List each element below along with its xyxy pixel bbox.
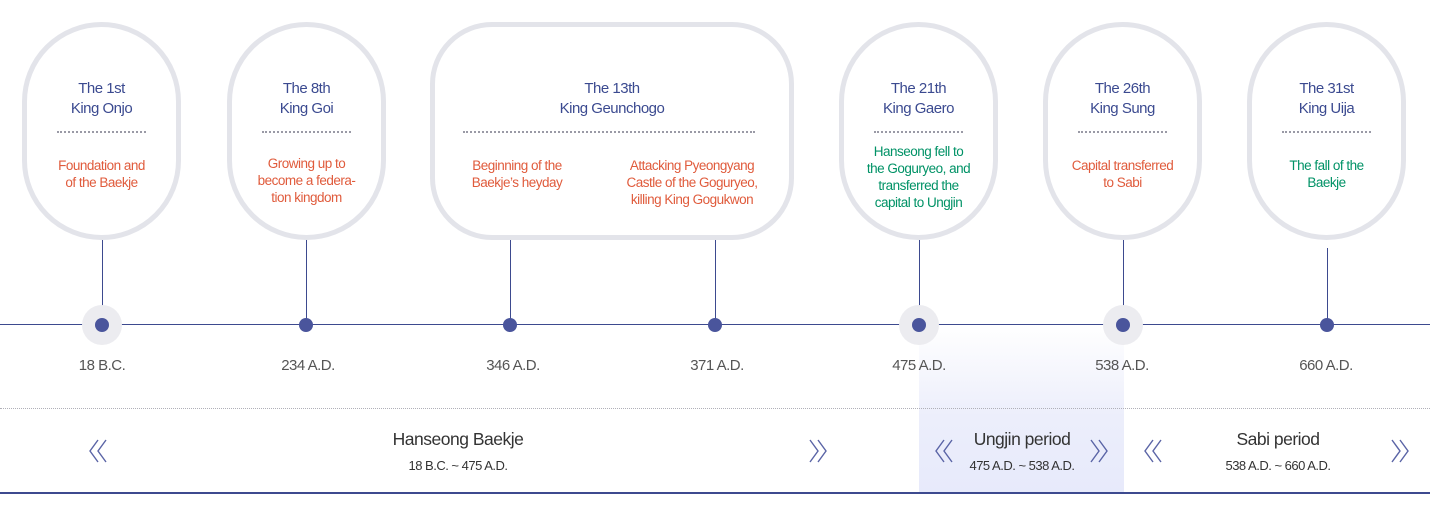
period-range: 538 A.D. ~ 660 A.D. xyxy=(1225,458,1331,473)
dotted-divider xyxy=(463,131,755,133)
king-name: King Geunchogo xyxy=(559,100,665,117)
connector-line xyxy=(714,240,716,325)
timeline-dot xyxy=(1320,318,1334,332)
year-label: 660 A.D. xyxy=(1299,357,1353,374)
timeline-dot xyxy=(912,318,926,332)
king-ordinal: The 21th xyxy=(890,80,947,97)
connector-line xyxy=(101,240,103,325)
year-label: 346 A.D. xyxy=(486,357,540,374)
king-geunchogo-bubble: The 13th King Geunchogo Beginning of the… xyxy=(430,22,794,240)
king-ordinal: The 26th xyxy=(1094,80,1151,97)
year-label: 234 A.D. xyxy=(281,357,335,374)
dotted-divider xyxy=(262,131,351,133)
king-ordinal: The 1st xyxy=(78,80,125,97)
timeline-dot xyxy=(95,318,109,332)
double-chevron-left-icon xyxy=(1144,439,1162,463)
dotted-divider xyxy=(57,131,146,133)
king-name: King Uija xyxy=(1298,100,1355,117)
king-name: King Goi xyxy=(279,100,334,117)
double-chevron-left-icon xyxy=(935,439,953,463)
connector-line xyxy=(305,240,307,325)
king-ordinal: The 13th xyxy=(584,80,640,97)
year-label: 475 A.D. xyxy=(892,357,946,374)
double-chevron-left-icon xyxy=(89,439,107,463)
dotted-divider xyxy=(1078,131,1167,133)
year-label: 538 A.D. xyxy=(1095,357,1149,374)
ungjin-period-highlight xyxy=(919,325,1124,493)
double-chevron-right-icon xyxy=(809,439,827,463)
timeline-dot xyxy=(708,318,722,332)
timeline-dot xyxy=(503,318,517,332)
double-chevron-right-icon xyxy=(1391,439,1409,463)
period-range: 18 B.C. ~ 475 A.D. xyxy=(408,458,508,473)
king-ordinal: The 31st xyxy=(1299,80,1354,97)
bottom-rule xyxy=(0,492,1430,494)
dotted-divider xyxy=(874,131,963,133)
period-range: 475 A.D. ~ 538 A.D. xyxy=(969,458,1075,473)
timeline-dot xyxy=(1116,318,1130,332)
king-name: King Gaero xyxy=(883,100,954,117)
period-name: Sabi period xyxy=(1236,429,1320,449)
dotted-separator xyxy=(0,408,1430,409)
king-ordinal: The 8th xyxy=(282,80,331,97)
double-chevron-right-icon xyxy=(1090,439,1108,463)
connector-line xyxy=(918,240,920,325)
dotted-divider xyxy=(1282,131,1371,133)
year-label: 371 A.D. xyxy=(690,357,744,374)
king-name: King Sung xyxy=(1090,100,1155,117)
connector-line xyxy=(1122,240,1124,325)
king-name: King Onjo xyxy=(70,100,133,117)
timeline-dot xyxy=(299,318,313,332)
period-name: Ungjin period xyxy=(973,429,1071,449)
connector-line xyxy=(1326,248,1328,325)
period-name: Hanseong Baekje xyxy=(392,429,524,449)
connector-line xyxy=(509,240,511,325)
year-label: 18 B.C. xyxy=(78,357,126,374)
